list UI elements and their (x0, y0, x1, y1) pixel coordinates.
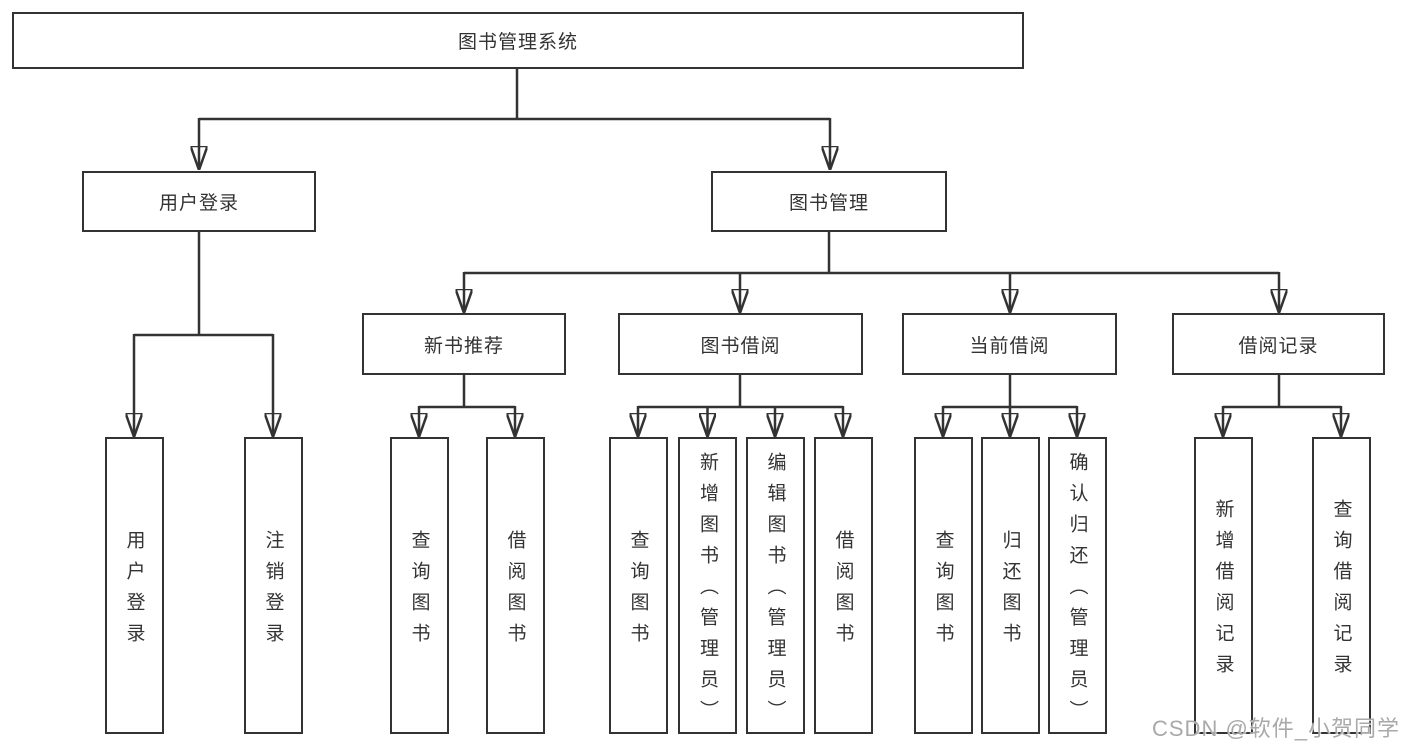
node-book-borrowing-label: 图书借阅 (700, 335, 781, 357)
node-user-login-label: 用户登录 (158, 193, 239, 214)
leaf-add-books-admin: 新增图书（管理员） (678, 437, 737, 734)
leaf-query-books-recommend-label: 查询图书 (408, 529, 430, 654)
node-borrowing-records-label: 借阅记录 (1238, 335, 1319, 357)
leaf-confirm-return-admin-label: 确认归还（管理员） (1066, 452, 1088, 731)
leaf-add-borrow-record: 新增借阅记录 (1193, 437, 1253, 734)
leaf-edit-books-admin: 编辑图书（管理员） (745, 437, 805, 734)
leaf-query-borrow-record: 查询借阅记录 (1311, 437, 1371, 734)
leaf-user-login: 用户登录 (104, 437, 164, 734)
leaf-query-books-current-label: 查询图书 (932, 529, 954, 654)
leaf-return-books: 归还图书 (980, 437, 1040, 734)
leaf-query-borrow-record-label: 查询借阅记录 (1330, 498, 1352, 685)
leaf-query-books-current: 查询图书 (913, 437, 973, 734)
node-user-login: 用户登录 (82, 171, 316, 232)
node-new-book-recommend-label: 新书推荐 (423, 335, 504, 357)
leaf-query-books-recommend: 查询图书 (389, 437, 449, 734)
watermark: CSDN @软件_小贺同学 (1152, 716, 1401, 741)
node-new-book-recommend: 新书推荐 (362, 313, 566, 375)
leaf-user-login-label: 用户登录 (123, 529, 145, 654)
node-current-borrowing: 当前借阅 (902, 313, 1117, 375)
node-book-borrowing: 图书借阅 (618, 313, 863, 375)
leaf-borrow-books-recommend-label: 借阅图书 (504, 529, 526, 654)
leaf-logout: 注销登录 (243, 437, 303, 734)
leaf-edit-books-admin-label: 编辑图书（管理员） (764, 452, 786, 731)
leaf-borrow-books-borrowing-label: 借阅图书 (832, 529, 854, 654)
leaf-logout-label: 注销登录 (262, 529, 284, 654)
leaf-query-books-borrowing: 查询图书 (608, 437, 668, 734)
node-borrowing-records: 借阅记录 (1172, 313, 1385, 375)
node-current-borrowing-label: 当前借阅 (969, 335, 1050, 357)
leaf-return-books-label: 归还图书 (999, 529, 1021, 654)
leaf-borrow-books-borrowing: 借阅图书 (813, 437, 873, 734)
node-root: 图书管理系统 (12, 12, 1024, 69)
leaf-add-books-admin-label: 新增图书（管理员） (697, 452, 718, 731)
node-book-management: 图书管理 (711, 171, 947, 232)
leaf-borrow-books-recommend: 借阅图书 (485, 437, 545, 734)
node-book-management-label: 图书管理 (788, 193, 869, 214)
leaf-query-books-borrowing-label: 查询图书 (627, 529, 649, 654)
node-root-label: 图书管理系统 (457, 32, 578, 53)
leaf-add-borrow-record-label: 新增借阅记录 (1212, 498, 1234, 685)
leaf-confirm-return-admin: 确认归还（管理员） (1047, 437, 1107, 734)
